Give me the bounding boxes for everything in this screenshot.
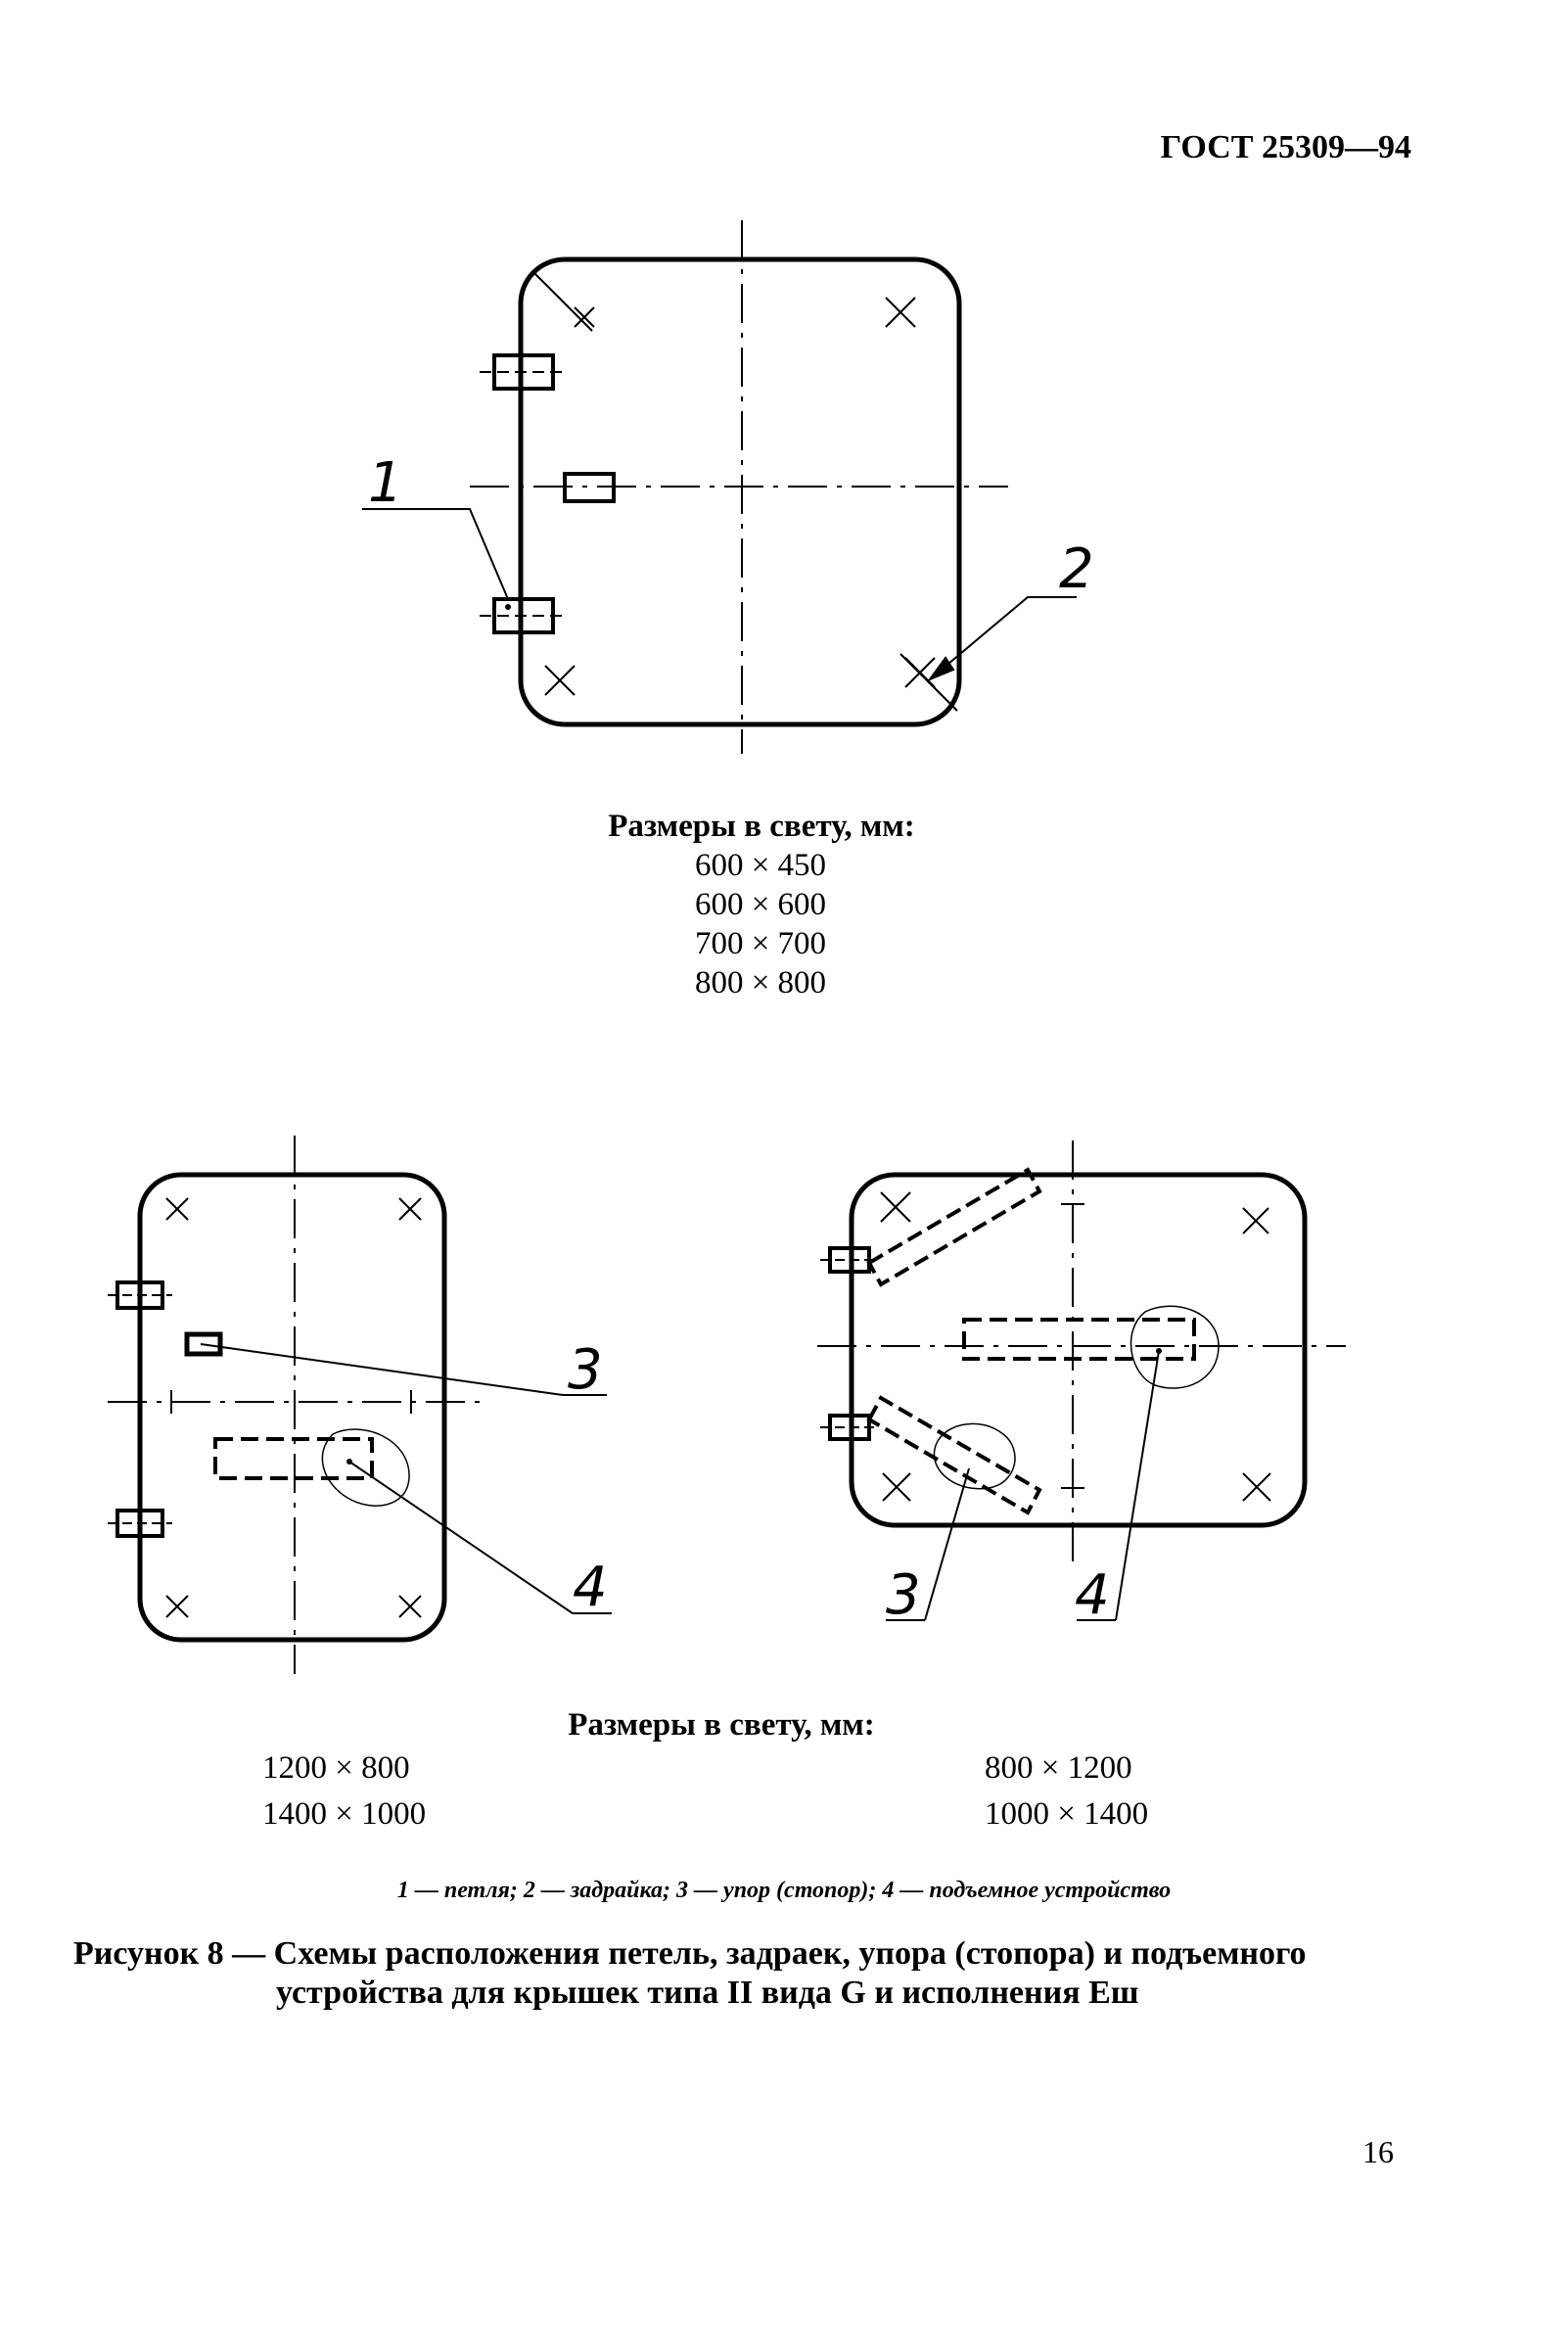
callout-2: 2 [1059, 537, 1094, 601]
hinge [480, 597, 568, 634]
dimension-line: 800 × 800 [694, 965, 827, 1000]
standard-header: ГОСТ 25309—94 [1160, 129, 1411, 165]
leader-1 [362, 508, 509, 600]
leader-2 [929, 596, 1077, 680]
figure-caption: Рисунок 8 — Схемы расположения петель, з… [73, 1934, 1542, 2013]
hinge [480, 353, 568, 391]
callout-3-right: 3 [886, 1563, 921, 1627]
dimension-line: 600 × 600 [694, 887, 827, 922]
top-dimensions-title: Размеры в свету, мм: [608, 809, 915, 844]
figure-legend: 1 — петля; 2 — задрайка; 3 — упор (стопо… [396, 1878, 1172, 1903]
dimension-line: 800 × 1200 [985, 1750, 1132, 1786]
dimension-line: 700 × 700 [694, 926, 827, 961]
dimension-line: 1400 × 1000 [262, 1796, 427, 1832]
top-hatch-cover [362, 220, 1077, 754]
callout-3-left: 3 [568, 1338, 603, 1402]
bottom-right-hatch-cover [817, 1140, 1346, 1621]
page-number: 16 [1362, 2134, 1394, 2169]
dimension-line: 600 × 450 [694, 848, 827, 883]
stopper [866, 1395, 1042, 1515]
stopper [184, 1331, 223, 1357]
caption-line-2: устройства для крышек типа II вида G и и… [276, 1975, 1139, 2011]
dimension-line: 1000 × 1400 [985, 1796, 1149, 1832]
callout-1: 1 [368, 451, 403, 515]
lifting-device [213, 1437, 374, 1480]
callout-4-left: 4 [573, 1556, 608, 1619]
latch-handle [563, 472, 616, 503]
bottom-left-hatch-cover [108, 1136, 612, 1674]
stopper [866, 1167, 1042, 1287]
dimension-line: 1200 × 800 [262, 1750, 410, 1786]
lifting-device [962, 1318, 1196, 1361]
caption-line-1: Рисунок 8 — Схемы расположения петель, з… [73, 1935, 1307, 1972]
bottom-dimensions-title: Размеры в свету, мм: [568, 1707, 875, 1743]
callout-4-right: 4 [1075, 1563, 1110, 1627]
